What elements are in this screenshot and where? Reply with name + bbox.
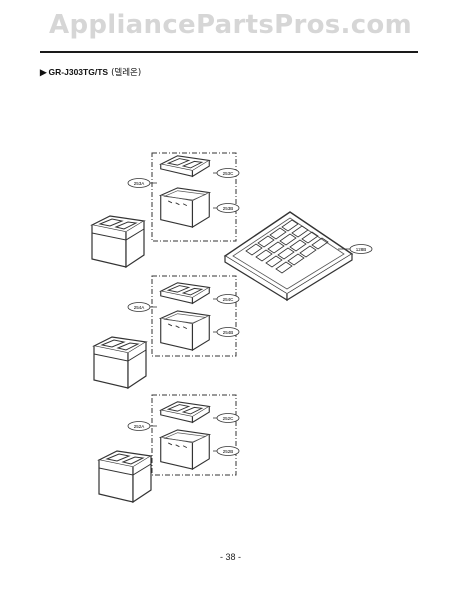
callout-254b-label: 254B bbox=[223, 330, 234, 335]
bin-assembly-253a bbox=[91, 215, 145, 268]
bin-assembly-254a bbox=[93, 336, 147, 389]
model-heading: ▶GR-J303TG/TS(델레온) bbox=[40, 66, 141, 78]
callout-252b-label: 252B bbox=[223, 449, 234, 454]
bin-box-253b bbox=[160, 187, 210, 228]
model-variant: (델레온) bbox=[111, 68, 142, 78]
callout-253c-label: 253C bbox=[223, 171, 235, 176]
callout-128b-label: 128B bbox=[356, 247, 367, 252]
callout-254a bbox=[127, 302, 151, 312]
callout-253a bbox=[127, 178, 151, 188]
group-1-dashed-box bbox=[151, 152, 237, 242]
callout-254c-label: 254C bbox=[223, 297, 235, 302]
site-watermark: AppliancePartsPros.com bbox=[49, 10, 412, 40]
bin-tray-252c bbox=[160, 401, 210, 423]
callout-252b bbox=[216, 446, 240, 456]
callout-254c bbox=[216, 294, 240, 304]
callout-254a-label: 254A bbox=[134, 305, 145, 310]
bin-assembly-252a bbox=[98, 450, 152, 503]
callout-128b bbox=[349, 244, 373, 254]
group-2-dashed-box bbox=[151, 275, 237, 357]
bin-tray-254c bbox=[160, 282, 210, 304]
shelf-tray-128b: 128B bbox=[223, 211, 373, 302]
group-3-dashed-box bbox=[151, 394, 237, 476]
model-code: GR-J303TG/TS bbox=[48, 67, 109, 77]
callout-253c bbox=[216, 168, 240, 178]
callout-253a-label: 253A bbox=[134, 181, 145, 186]
callout-252c-label: 252C bbox=[223, 416, 235, 421]
callout-252c bbox=[216, 413, 240, 423]
door-bin-group-2: 254A 254C 254B bbox=[93, 275, 240, 389]
callout-253b-label: 253B bbox=[223, 206, 234, 211]
callout-253b bbox=[216, 203, 240, 213]
page-number: - 38 - bbox=[219, 552, 241, 562]
header-rule bbox=[40, 51, 418, 53]
door-bin-group-3: 252A 252C 252B bbox=[98, 394, 240, 503]
bullet-arrow-icon: ▶ bbox=[40, 67, 47, 77]
callout-252a-label: 252A bbox=[134, 424, 145, 429]
door-bin-group-1: 253A 253C 253B bbox=[91, 152, 240, 268]
callout-254b bbox=[216, 327, 240, 337]
bin-tray-253c bbox=[160, 155, 210, 177]
bin-box-252b bbox=[160, 429, 210, 470]
bin-box-254b bbox=[160, 310, 210, 351]
callout-252a bbox=[127, 421, 151, 431]
